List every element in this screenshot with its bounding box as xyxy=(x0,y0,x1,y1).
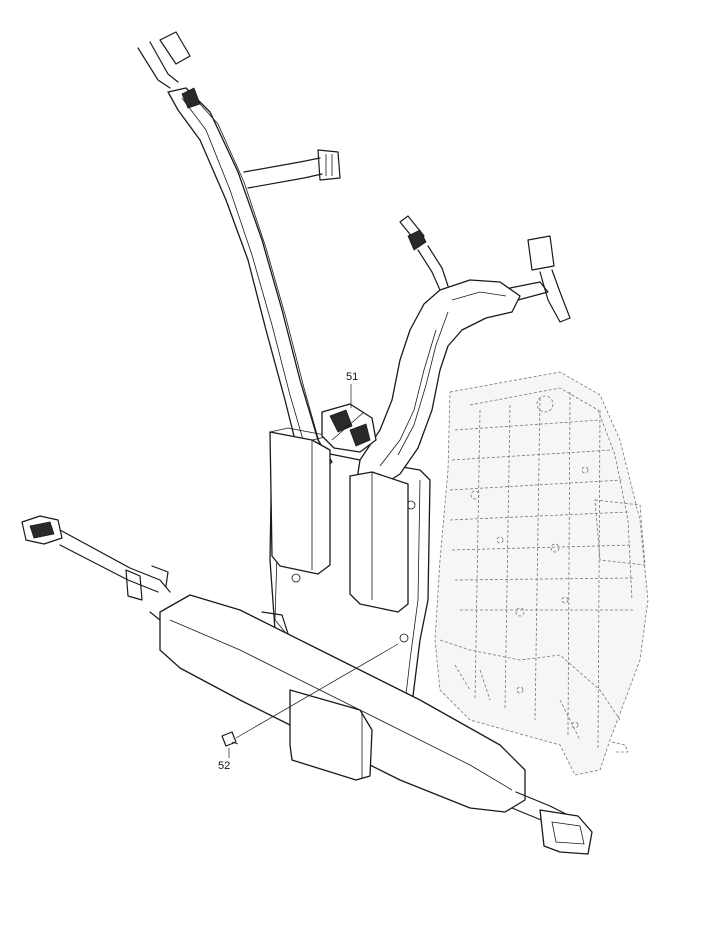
callout-51: 51 xyxy=(346,371,359,383)
left-shoulder-strap xyxy=(137,31,341,471)
backpack-frame-phantom xyxy=(434,371,649,776)
chest-buckle-part-51 xyxy=(321,403,377,453)
right-shoulder-strap xyxy=(355,215,571,489)
right-lower-pad xyxy=(349,471,409,613)
callout-52: 52 xyxy=(218,760,231,772)
left-lower-pad xyxy=(269,427,331,575)
screw-part-52 xyxy=(221,643,399,758)
waist-belt xyxy=(21,515,593,855)
